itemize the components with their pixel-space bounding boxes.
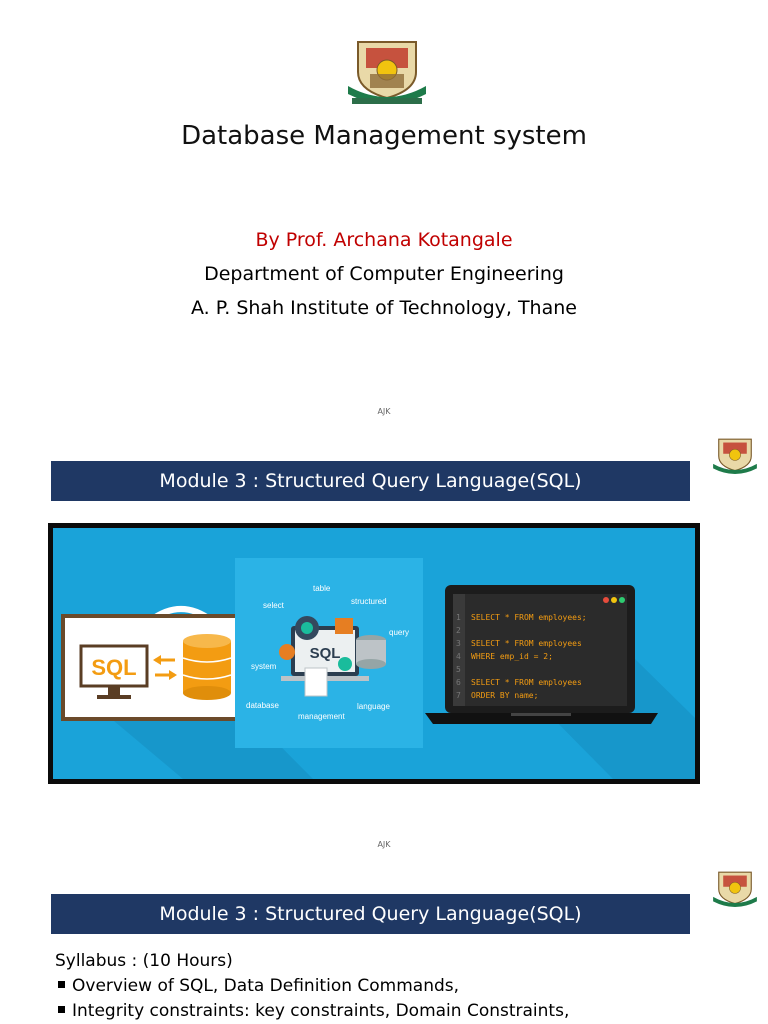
word-system: system — [251, 662, 277, 671]
syllabus-bullet: Integrity constraints: key constraints, … — [58, 1001, 569, 1021]
sql-badge-text: SQL — [91, 655, 136, 680]
word-language: language — [357, 702, 390, 711]
author-name: By Prof. Archana Kotangale — [255, 229, 513, 251]
slide-footer: AJK — [377, 407, 391, 416]
code-line-number: 1 — [456, 613, 461, 622]
code-line-number: 6 — [456, 678, 461, 687]
word-select: select — [263, 601, 285, 610]
word-query: query — [389, 628, 409, 637]
bullet-text: Integrity constraints: key constraints, … — [72, 1001, 570, 1021]
code-line-number: 7 — [456, 691, 461, 700]
institute-crest-icon — [712, 436, 758, 476]
code-line-number: 2 — [456, 626, 461, 635]
slide-footer: AJK — [377, 840, 391, 849]
department-name: Department of Computer Engineering — [204, 263, 564, 285]
code-line-text: ORDER BY name; — [471, 691, 538, 700]
code-line-text: SELECT * FROM employees — [471, 639, 582, 648]
word-structured: structured — [351, 597, 387, 606]
word-table: table — [313, 584, 331, 593]
word-database: database — [246, 701, 279, 710]
bullet-square-icon — [58, 981, 65, 988]
code-line-number: 5 — [456, 665, 461, 674]
institute-name: A. P. Shah Institute of Technology, Than… — [191, 297, 577, 319]
code-line-text: WHERE emp_id = 2; — [471, 652, 553, 661]
bullet-square-icon — [58, 1006, 65, 1013]
presentation-title: Database Management system — [181, 121, 587, 151]
sql-center-text: SQL — [310, 645, 341, 662]
institute-crest-icon — [346, 38, 428, 106]
code-line-number: 3 — [456, 639, 461, 648]
module-banner: Module 3 : Structured Query Language(SQL… — [51, 461, 690, 501]
syllabus-bullet: Overview of SQL, Data Definition Command… — [58, 976, 459, 996]
module-banner: Module 3 : Structured Query Language(SQL… — [51, 894, 690, 934]
code-line-text: SELECT * FROM employees — [471, 678, 582, 687]
bullet-text: Overview of SQL, Data Definition Command… — [72, 976, 460, 996]
institute-crest-icon — [712, 869, 758, 909]
code-line-number: 4 — [456, 652, 461, 661]
sql-illustration: SQL SQL — [48, 523, 700, 784]
code-line-text: SELECT * FROM employees; — [471, 613, 587, 622]
word-management: management — [298, 712, 345, 721]
syllabus-heading: Syllabus : (10 Hours) — [55, 951, 233, 971]
